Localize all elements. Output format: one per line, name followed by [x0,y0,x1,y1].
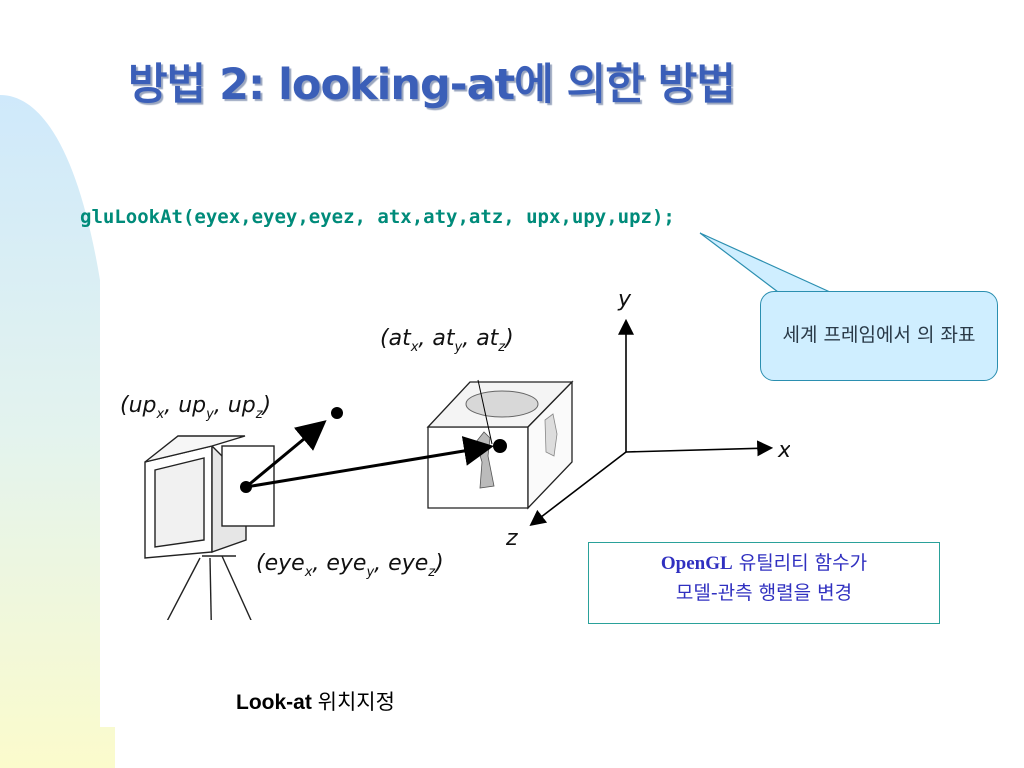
opengl-note-box: OpenGL 유틸리티 함수가 모델-관측 행렬을 변경 [588,542,940,624]
figure-caption: Look-at 위치지정 [236,686,395,716]
camera-icon [144,435,275,620]
up-label: (upx, upy, upz) [120,393,271,422]
caption-bold: Look-at [236,691,312,714]
callout-text: 세계 프레임에서 의 좌표 [782,324,976,347]
caption-rest: 위치지정 [311,691,395,714]
at-label: (atx, aty, atz) [380,326,514,355]
note-line1-rest: 유틸리티 함수가 [732,552,868,574]
gluLookAt-code: gluLookAt(eyex,eyey,eyez, atx,aty,atz, u… [80,206,675,228]
note-opengl: OpenGL [660,553,733,574]
slide-title: 방법 2: looking-at에 의한 방법 [128,60,736,110]
y-axis-label: y [617,287,632,312]
left-decor-band [0,95,115,768]
lookat-figure: y x z (atx, aty, atz) (upx, upy, upz) [120,287,790,620]
x-axis [625,440,774,457]
up-vector-arrow [245,420,327,489]
x-axis-label: x [777,438,790,463]
z-axis-label: z [505,526,518,551]
world-frame-callout: 세계 프레임에서 의 좌표 [760,291,998,381]
up-point [331,407,343,419]
view-vectors [245,379,494,489]
note-line-1: OpenGL 유틸리티 함수가 [589,549,939,579]
z-axis [529,451,627,526]
note-line-2: 모델-관측 행렬을 변경 [675,581,853,604]
eye-to-at-arrow [245,436,494,489]
at-point [493,439,507,453]
world-axes [529,318,774,526]
eye-point [240,481,252,493]
eye-label: (eyex, eyey, eyez) [256,551,444,580]
